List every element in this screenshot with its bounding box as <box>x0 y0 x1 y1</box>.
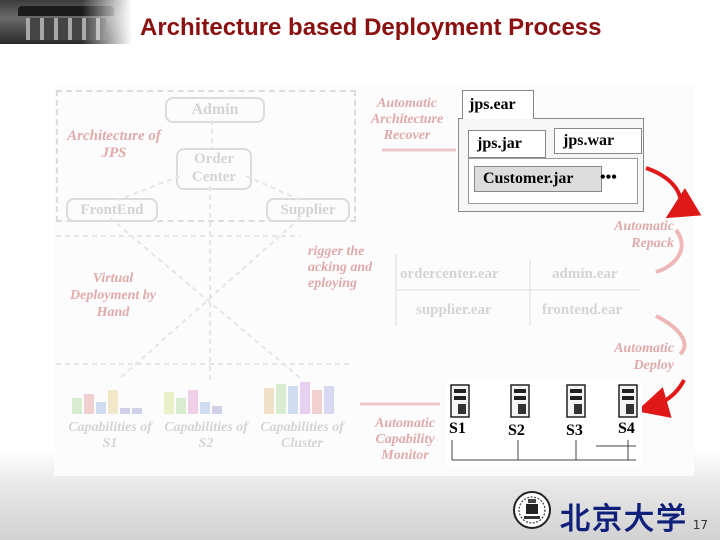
server-icon <box>450 384 470 418</box>
faded-label-capabilities-cluster: Capabilities of Cluster <box>260 420 344 451</box>
faded-ear-supplier: supplier.ear <box>416 302 492 318</box>
faded-ear-ordercenter: ordercenter.ear <box>400 266 499 282</box>
header-photo <box>0 0 132 44</box>
package-jps-jar: jps.jar <box>468 130 546 158</box>
server-label-s2: S2 <box>508 422 525 439</box>
server-icon <box>618 384 638 418</box>
server-label-s1: S1 <box>449 420 466 437</box>
server-s3 <box>566 384 586 418</box>
university-seal <box>512 490 552 530</box>
faded-label-automatic-architecture-recover: Automatic Architecture Recover <box>370 96 444 143</box>
server-s4 <box>618 384 638 418</box>
package-jps-war: jps.war <box>554 128 642 154</box>
faded-architecture-frame <box>56 90 356 222</box>
slide-title: Architecture based Deployment Process <box>140 14 602 41</box>
faded-label-automatic-repack: Automatic Repack <box>614 219 674 251</box>
package-tree: jps.ear jps.jar jps.war Customer.jar ••• <box>458 88 644 212</box>
server-label-s4: S4 <box>618 420 635 437</box>
server-icon <box>510 384 530 418</box>
faded-node-supplier: Supplier <box>266 198 350 222</box>
faded-label-automatic-deploy: Automatic Deploy <box>614 341 674 373</box>
server-s2 <box>510 384 530 418</box>
university-name: 北京大学 <box>560 502 688 537</box>
faded-node-frontend: FrontEnd <box>66 198 158 222</box>
faded-label-capabilities-s1: Capabilities of S1 <box>68 420 152 451</box>
package-jps-ear: jps.ear <box>462 90 534 119</box>
package-customer-jar: Customer.jar <box>474 166 602 192</box>
server-label-s3: S3 <box>566 422 583 439</box>
server-s1 <box>450 384 470 418</box>
deploy-arrow <box>636 379 686 418</box>
server-icon <box>566 384 586 418</box>
faded-label-capabilities-s2: Capabilities of S2 <box>164 420 248 451</box>
faded-node-admin: Admin <box>165 97 265 123</box>
faded-ear-frontend: frontend.ear <box>542 302 623 318</box>
page-number: 17 <box>692 518 708 532</box>
faded-capability-bars-s2 <box>162 388 242 414</box>
faded-capability-bars-cluster <box>262 380 342 414</box>
servers-panel <box>446 380 642 466</box>
faded-capability-bars-s1 <box>70 388 150 414</box>
faded-ear-admin: admin.ear <box>552 266 618 282</box>
faded-label-architecture-of-jps: Architecture of JPS <box>67 128 161 161</box>
faded-label-virtual-deployment: Virtual Deployment by Hand <box>70 271 156 320</box>
faded-label-trigger: rigger the acking and eploying <box>308 244 373 291</box>
faded-node-order-center: Order Center <box>176 148 252 190</box>
repack-arrow <box>645 166 702 219</box>
more-packages-ellipsis: ••• <box>600 169 617 186</box>
faded-label-automatic-capability-monitor: Automatic Capability Monitor <box>375 416 435 463</box>
